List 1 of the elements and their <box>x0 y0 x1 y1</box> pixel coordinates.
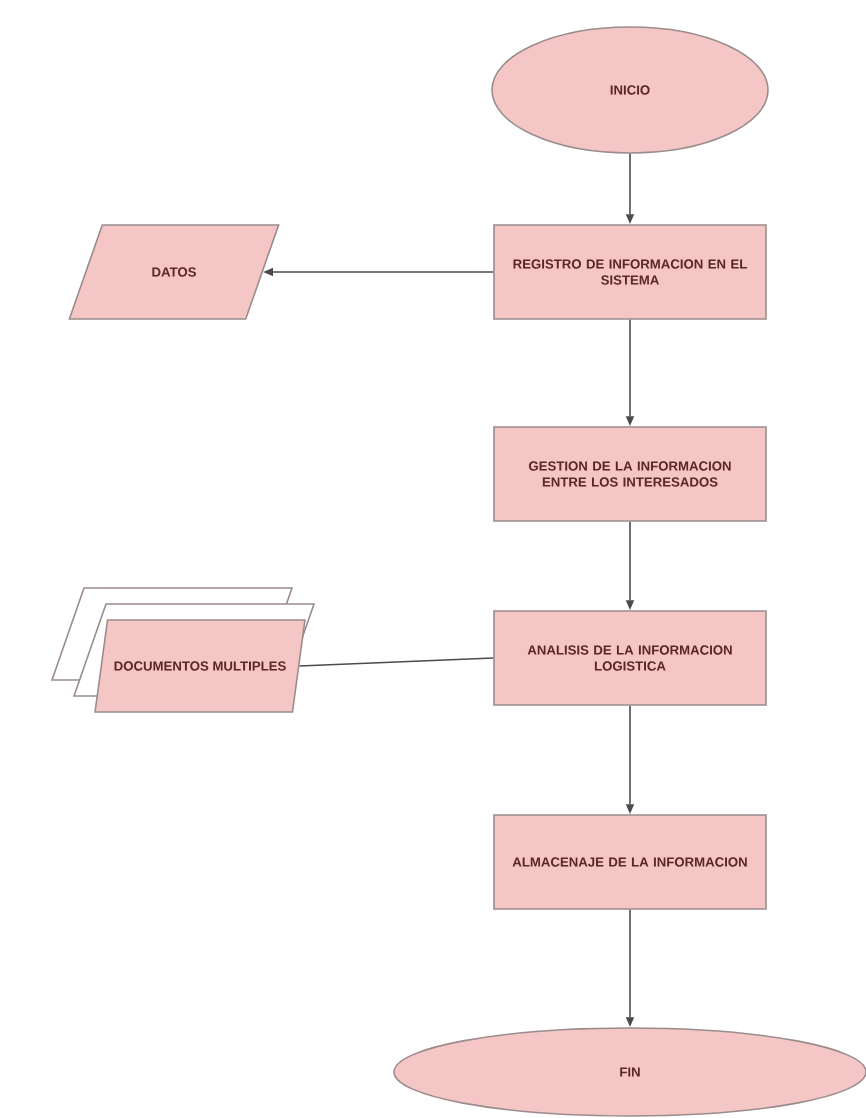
connector-line <box>298 657 494 667</box>
